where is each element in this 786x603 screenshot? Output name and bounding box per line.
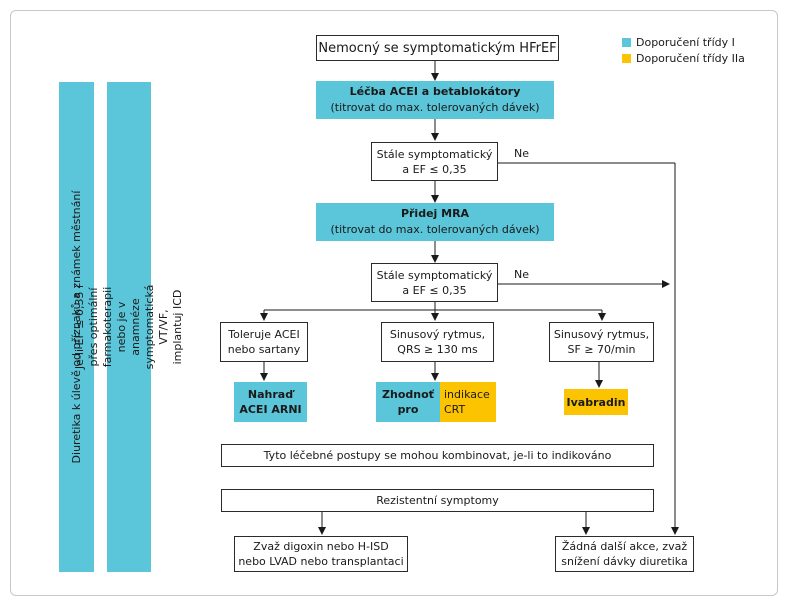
acei-betablocker-subtitle: (titrovat do max. tolerovaných dávek): [330, 101, 540, 114]
acei-betablocker-title: Léčba ACEI a betablokátory: [349, 85, 521, 98]
resistant-symptoms-node: Rezistentní symptomy: [221, 489, 654, 512]
legend-swatch-blue: [622, 38, 631, 47]
still-symptomatic-label-2: Stále symptomatický a EF ≤ 0,35: [376, 268, 493, 297]
still-symptomatic-label-1: Stále symptomatický a EF ≤ 0,35: [376, 147, 493, 176]
tolerates-acei-label: Toleruje ACEI nebo sartany: [227, 328, 301, 356]
diagram-frame: [10, 10, 778, 596]
ivabradin-node: Ivabradin: [564, 389, 628, 415]
no-further-action-label: Žádná další akce, zvaž snížení dávky diu…: [561, 540, 688, 568]
replace-arni-label: Nahraď ACEI ARNI: [239, 388, 302, 416]
start-node-label: Nemocný se symptomatickým HFrEF: [318, 40, 557, 56]
sinus-qrs-label: Sinusový rytmus, QRS ≥ 130 ms: [389, 328, 486, 356]
crt-indication-label: indikace CRT: [444, 388, 490, 416]
acei-betablocker-node: Léčba ACEI a betablokátory (titrovat do …: [316, 81, 554, 119]
legend-class-2a: Doporučení třídy IIa: [622, 52, 745, 65]
diuretics-bar: Diuretika k úlevě od příznaků a známek m…: [59, 82, 94, 572]
add-mra-node: Přidej MRA (titrovat do max. tolerovanýc…: [316, 203, 554, 241]
start-node: Nemocný se symptomatickým HFrEF: [316, 35, 559, 61]
sinus-qrs-node: Sinusový rytmus, QRS ≥ 130 ms: [381, 322, 494, 362]
sinus-heart-rate-node: Sinusový rytmus, SF ≥ 70/min: [549, 322, 654, 362]
resistant-symptoms-label: Rezistentní symptomy: [376, 494, 499, 507]
combine-label: Tyto léčebné postupy se mohou kombinovat…: [263, 449, 612, 462]
consider-label: Zhodnoť pro: [382, 388, 434, 416]
no-label-2: Ne: [514, 268, 529, 281]
legend-swatch-yellow: [622, 54, 631, 63]
icd-bar: Je-li EF ≤ 0,35 i přes optimální farmako…: [73, 82, 184, 572]
ivabradin-label: Ivabradin: [566, 395, 626, 409]
still-symptomatic-node-2: Stále symptomatický a EF ≤ 0,35: [371, 263, 498, 302]
legend-label-class-2a: Doporučení třídy IIa: [636, 52, 745, 65]
legend-label-class-1: Doporučení třídy I: [636, 36, 735, 49]
consider-node: Zhodnoť pro: [376, 382, 440, 422]
crt-indication-node: indikace CRT: [440, 382, 496, 422]
no-further-action-node: Žádná další akce, zvaž snížení dávky diu…: [555, 536, 694, 572]
sinus-heart-rate-label: Sinusový rytmus, SF ≥ 70/min: [553, 328, 650, 356]
no-label-1: Ne: [514, 147, 529, 160]
add-mra-subtitle: (titrovat do max. tolerovaných dávek): [330, 223, 540, 236]
legend-class-1: Doporučení třídy I: [622, 36, 735, 49]
tolerates-acei-node: Toleruje ACEI nebo sartany: [220, 322, 308, 362]
add-mra-title: Přidej MRA: [400, 207, 470, 220]
replace-arni-node: Nahraď ACEI ARNI: [234, 382, 307, 422]
still-symptomatic-node-1: Stále symptomatický a EF ≤ 0,35: [371, 142, 498, 181]
combine-node: Tyto léčebné postupy se mohou kombinovat…: [221, 444, 654, 467]
digoxin-label: Zvaž digoxin nebo H-ISD nebo LVAD nebo t…: [238, 540, 404, 568]
digoxin-node: Zvaž digoxin nebo H-ISD nebo LVAD nebo t…: [234, 536, 408, 572]
